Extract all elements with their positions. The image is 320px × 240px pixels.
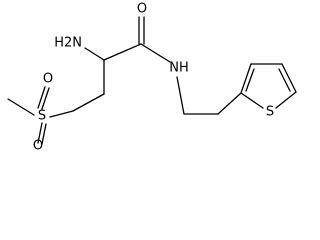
chemical-structure-drawing: O H2N NH S O O S xyxy=(7,2,297,152)
bond-thiophene-c2-c3-a xyxy=(240,63,252,94)
carbonyl-oxygen-label: O xyxy=(137,2,147,17)
bond-thiophene-c4-c5-a xyxy=(281,63,297,93)
bond-thiophene-c4-c5-b xyxy=(278,68,291,92)
bond-methyl-sulfur xyxy=(7,98,35,116)
amide-nitrogen-label: NH xyxy=(169,61,189,76)
bond-amide-nitrogen-ch2 xyxy=(176,76,185,115)
bond-thiophene-c2-sulfur xyxy=(240,92,264,109)
thiophene-sulfur-label: S xyxy=(266,105,274,120)
bond-ethyl-thiophene xyxy=(217,92,242,115)
sulfonyl-sulfur-label: S xyxy=(38,109,46,124)
bond-alpha-carbon-carbonyl xyxy=(103,43,142,61)
bond-carbonyl-amide-nitrogen xyxy=(140,43,171,63)
bond-sulfur-oxygen-bottom-b xyxy=(41,123,47,145)
amine-label: H2N xyxy=(54,36,82,51)
sulfonyl-oxygen-bottom-label: O xyxy=(33,139,43,152)
sulfonyl-oxygen-top-label: O xyxy=(43,72,53,87)
bond-thiophene-c2-c3-b xyxy=(245,68,255,92)
bond-alpha-carbon-amine xyxy=(84,47,105,61)
bond-sulfur-oxygen-top-b xyxy=(41,87,50,110)
bond-sulfur-ch2 xyxy=(49,110,74,118)
bond-thiophene-c5-sulfur xyxy=(275,91,297,109)
bond-ch2-ch2 xyxy=(72,93,105,112)
bond-sulfur-oxygen-top-a xyxy=(37,86,46,109)
bond-sulfur-oxygen-bottom-a xyxy=(37,122,43,144)
